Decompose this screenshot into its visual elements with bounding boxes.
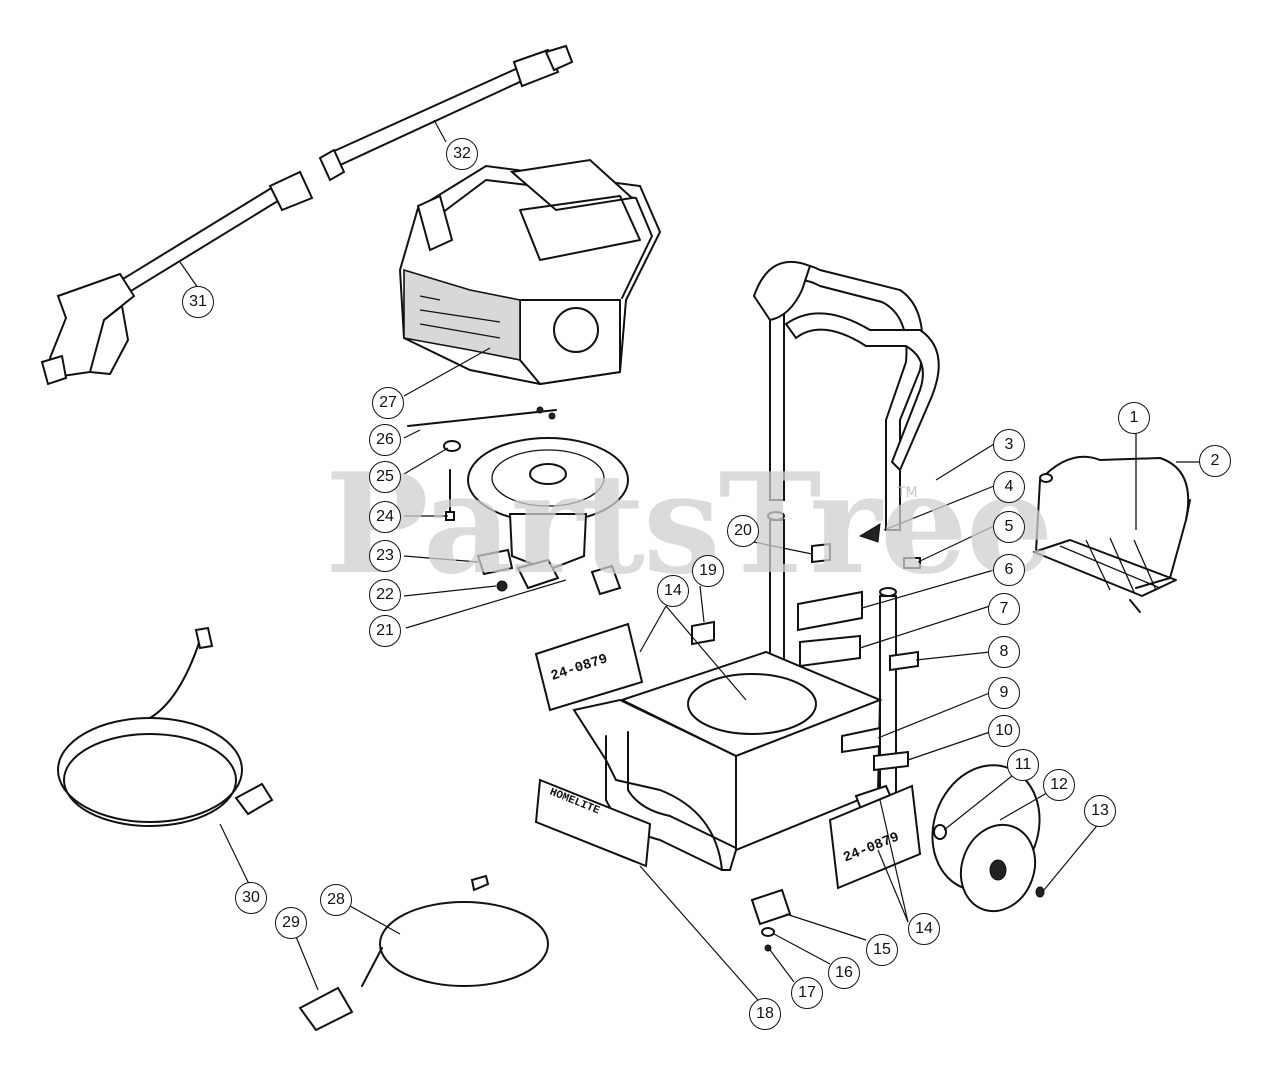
part-label[interactable]: 7 [988,593,1020,625]
leader-lines [179,119,1202,1001]
spray-gun [40,170,314,386]
part-label[interactable]: 19 [692,555,724,587]
part-label[interactable]: 4 [993,471,1025,503]
part-label[interactable]: 29 [275,907,307,939]
part-label[interactable]: 5 [993,511,1025,543]
part-label[interactable]: 3 [993,429,1025,461]
small-hardware [750,416,1140,952]
part-label[interactable]: 24 [369,501,401,533]
part-label[interactable]: 26 [369,424,401,456]
engine [398,158,662,386]
part-label[interactable]: 2 [1199,445,1231,477]
part-label[interactable]: 14 [908,913,940,945]
part-label[interactable]: 30 [235,882,267,914]
part-label[interactable]: 15 [866,934,898,966]
wheel [931,764,1045,913]
basket [1033,455,1191,613]
part-label[interactable]: 27 [372,387,404,419]
part-label[interactable]: 17 [791,977,823,1009]
parts-tree-watermark: PartsTree [325,442,1054,605]
part-label[interactable]: 13 [1084,795,1116,827]
part-label[interactable]: 12 [1043,769,1075,801]
part-label[interactable]: 20 [727,515,759,547]
part-label[interactable]: 16 [828,957,860,989]
part-label[interactable]: 9 [988,677,1020,709]
part-label[interactable]: 8 [988,636,1020,668]
extension-wand [318,44,574,182]
pump [467,437,629,596]
decals [534,542,922,890]
part-label[interactable]: 18 [749,998,781,1030]
part-label[interactable]: 6 [993,554,1025,586]
part-label[interactable]: 23 [369,540,401,572]
trademark-symbol: TM [897,485,918,501]
part-label[interactable]: 31 [182,286,214,318]
part-label[interactable]: 25 [369,461,401,493]
garden-hose-adapter [298,874,549,1032]
part-label[interactable]: 32 [446,138,478,170]
part-label[interactable]: 1 [1118,402,1150,434]
part-label[interactable]: 21 [369,615,401,647]
part-label[interactable]: 11 [1007,749,1039,781]
part-label[interactable]: 14 [657,575,689,607]
high-pressure-hose [57,626,274,827]
part-label[interactable]: 28 [320,884,352,916]
part-label[interactable]: 22 [369,579,401,611]
part-label[interactable]: 10 [988,715,1020,747]
